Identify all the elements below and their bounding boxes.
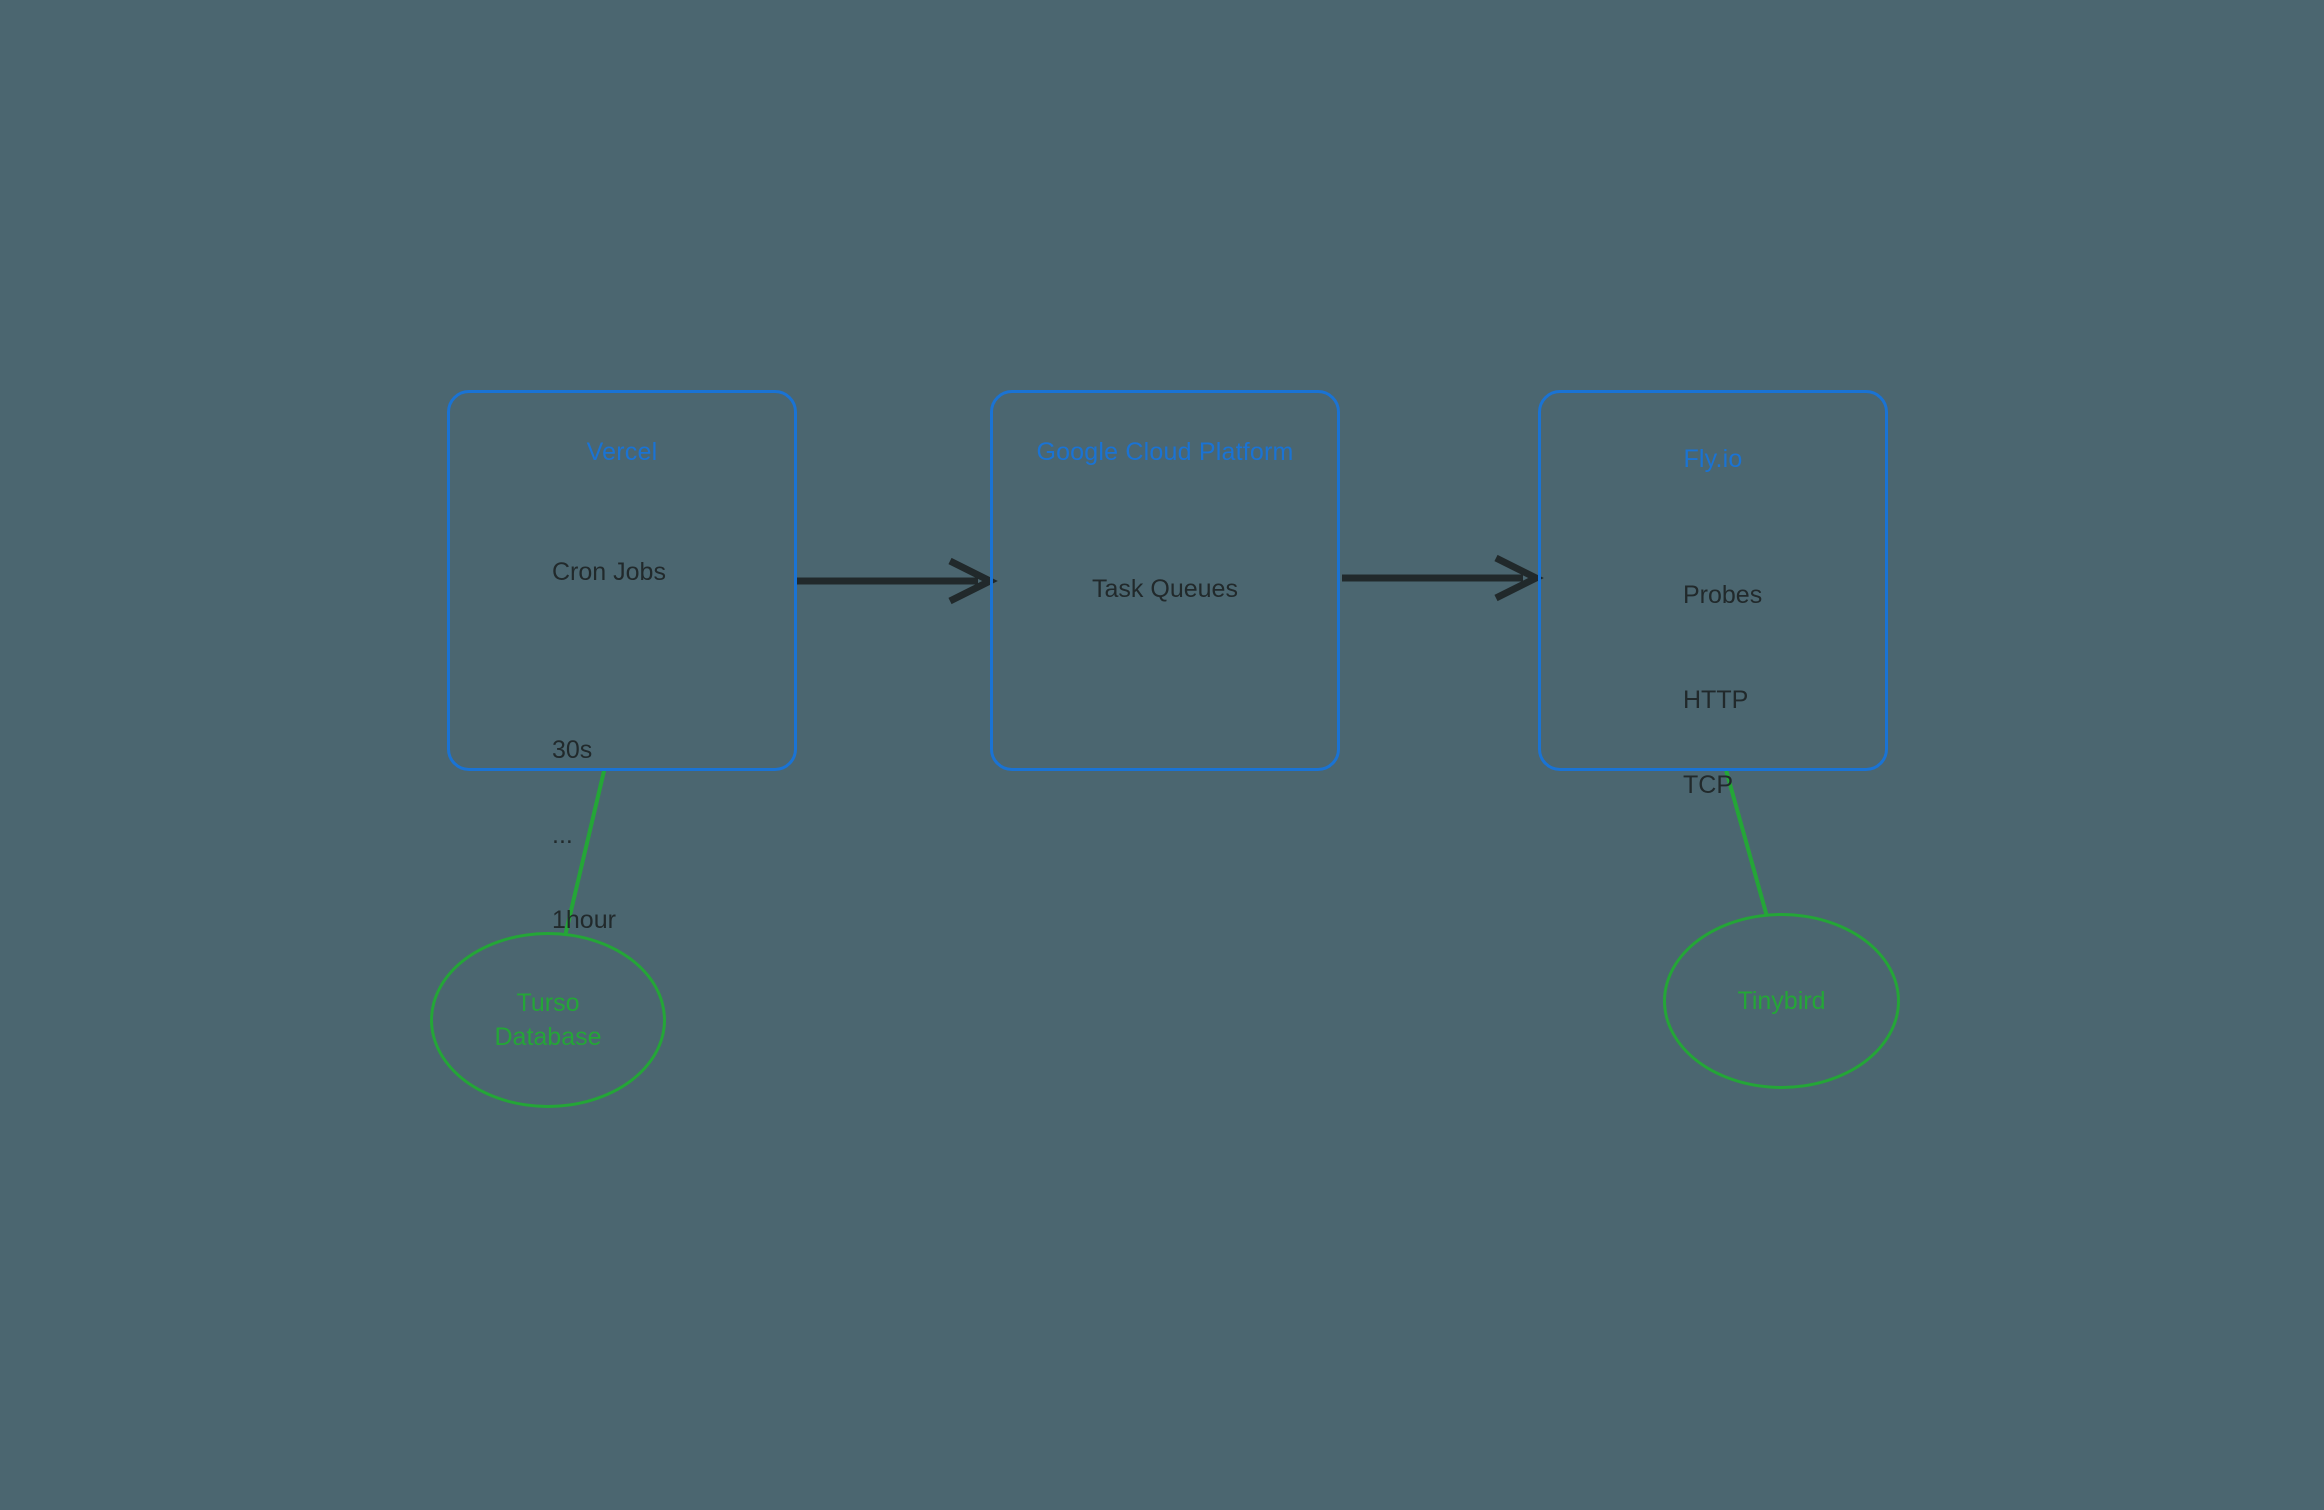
- node-vercel[interactable]: Vercel Cron Jobs 30s ... 1hour: [447, 390, 797, 933]
- node-flyio-title: Fly.io: [1683, 445, 1743, 473]
- node-vercel-title: Vercel: [586, 438, 658, 466]
- node-flyio-line-probes: Probes: [1683, 581, 1763, 609]
- node-vercel-body: Cron Jobs 30s ... 1hour: [552, 510, 666, 983]
- node-vercel-line-ellipsis: ...: [552, 821, 573, 849]
- node-vercel-line-1hour: 1hour: [552, 906, 616, 934]
- node-tinybird-label: Tinybird: [1737, 986, 1826, 1015]
- node-vercel-line-cron-jobs: Cron Jobs: [552, 558, 666, 586]
- edge-gcp-to-flyio: [1342, 554, 1544, 602]
- node-gcp-center-label: Task Queues: [1092, 575, 1238, 603]
- node-flyio[interactable]: Fly.io Probes HTTP TCP: [1538, 390, 1888, 798]
- node-tinybird[interactable]: Tinybird: [1663, 913, 1900, 1089]
- node-vercel-line-30s: 30s: [552, 736, 593, 764]
- node-google-cloud-platform[interactable]: Google Cloud Platform Task Queues: [990, 390, 1340, 771]
- node-flyio-line-http: HTTP: [1683, 686, 1749, 714]
- node-flyio-body: Probes HTTP TCP: [1683, 533, 1762, 848]
- node-turso-database[interactable]: Turso Database: [430, 932, 666, 1108]
- node-gcp-title: Google Cloud Platform: [1036, 438, 1294, 466]
- node-flyio-line-tcp: TCP: [1683, 771, 1733, 799]
- edge-vercel-to-gcp: [797, 557, 998, 605]
- node-turso-database-label: Turso Database: [494, 988, 602, 1052]
- node-vercel-line-spacer: [552, 635, 666, 663]
